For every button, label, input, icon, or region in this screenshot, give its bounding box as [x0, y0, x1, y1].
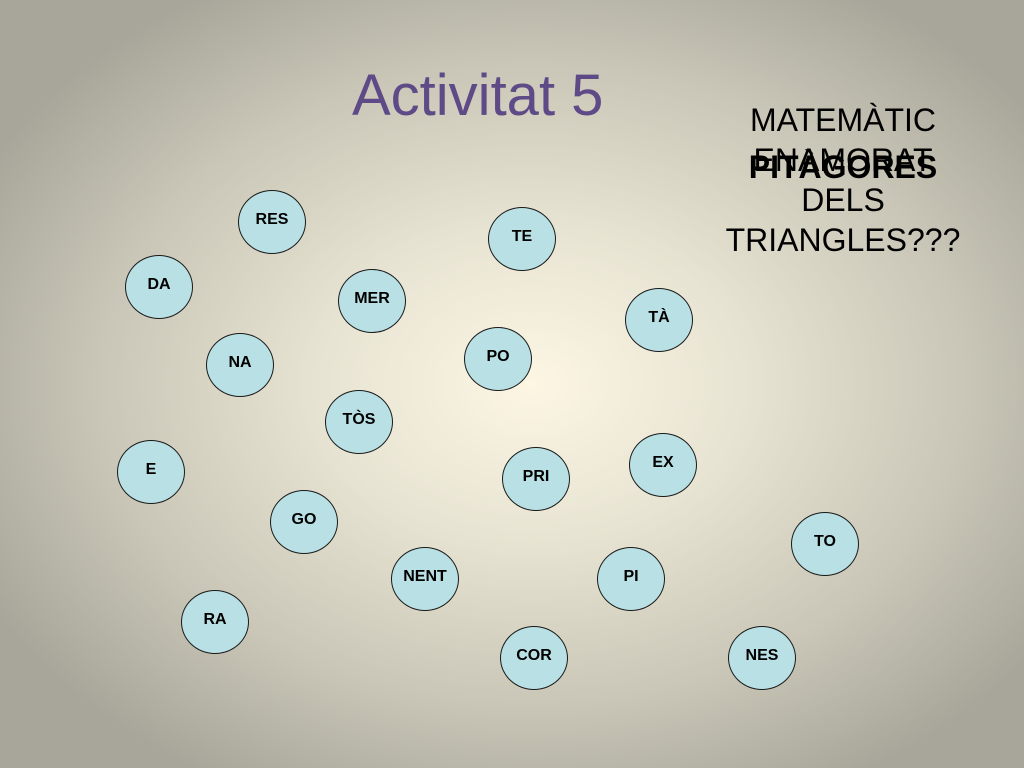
syllable-bubble-cor[interactable]: COR [500, 626, 568, 690]
syllable-bubble-mer[interactable]: MER [338, 269, 406, 333]
syllable-bubble-ta[interactable]: TÀ [625, 288, 693, 352]
answer-text: PITÀGORES [748, 149, 938, 185]
syllable-bubble-nent[interactable]: NENT [391, 547, 459, 611]
syllable-bubble-ex[interactable]: EX [629, 433, 697, 497]
question-text: MATEMÀTIC ENAMORAT DELS TRIANGLES??? [712, 100, 974, 260]
syllable-bubble-res[interactable]: RES [238, 190, 306, 254]
syllable-bubble-te[interactable]: TE [488, 207, 556, 271]
syllable-bubble-pi[interactable]: PI [597, 547, 665, 611]
syllable-bubble-na[interactable]: NA [206, 333, 274, 397]
question-line: TRIANGLES??? [725, 222, 961, 258]
syllable-bubble-ra[interactable]: RA [181, 590, 249, 654]
question-line: ENAMORAT [753, 142, 933, 178]
syllable-bubble-go[interactable]: GO [270, 490, 338, 554]
syllable-bubble-e[interactable]: E [117, 440, 185, 504]
question-line: DELS [801, 182, 885, 218]
syllable-bubble-pri[interactable]: PRI [502, 447, 570, 511]
syllable-bubble-da[interactable]: DA [125, 255, 193, 319]
syllable-bubble-to[interactable]: TO [791, 512, 859, 576]
syllable-bubble-po[interactable]: PO [464, 327, 532, 391]
question-line: MATEMÀTIC [749, 102, 937, 138]
syllable-bubble-nes[interactable]: NES [728, 626, 796, 690]
slide-title: Activitat 5 [352, 63, 604, 128]
syllable-bubble-tos[interactable]: TÒS [325, 390, 393, 454]
